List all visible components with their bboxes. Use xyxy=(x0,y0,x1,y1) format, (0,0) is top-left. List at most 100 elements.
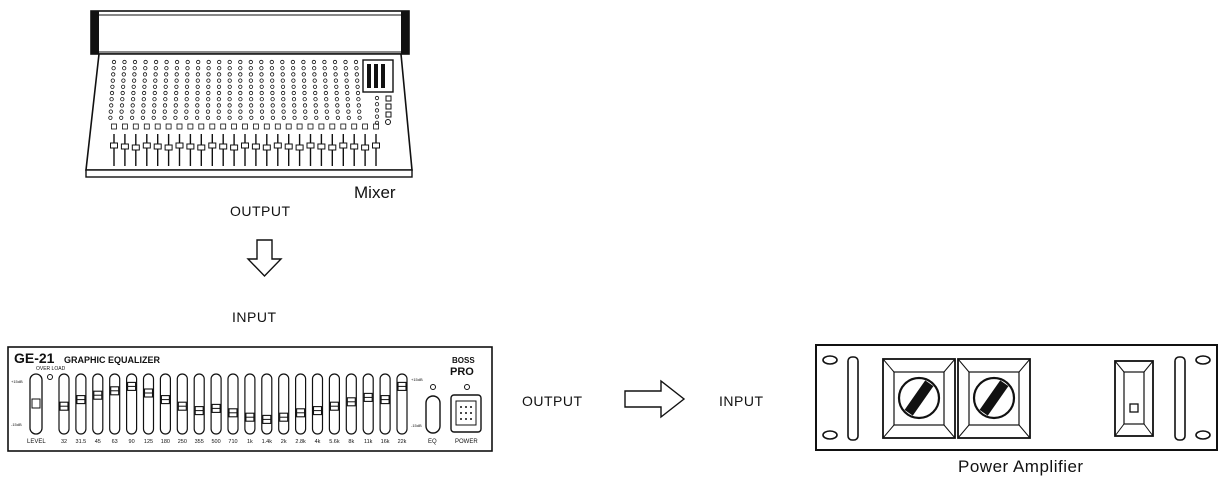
overload-led-icon xyxy=(47,374,53,380)
scale-top-label: +15dB xyxy=(11,379,23,384)
eq-band-slider[interactable] xyxy=(227,373,239,435)
mixer-knob xyxy=(206,66,211,71)
equalizer-model: GE-21 xyxy=(14,350,55,366)
mixer-knob xyxy=(301,72,306,77)
mixer-knob xyxy=(174,84,179,89)
mixer-knob xyxy=(206,78,211,83)
mixer-knob xyxy=(323,84,328,89)
mixer-knob xyxy=(227,66,232,71)
mixer-knob xyxy=(259,66,264,71)
mixer-knob xyxy=(227,78,232,83)
eq-band-slider[interactable] xyxy=(278,373,290,435)
scale-right-top-label: +15dB xyxy=(411,377,423,382)
mixer-knob xyxy=(120,97,125,102)
mixer-fader-knob xyxy=(262,144,271,151)
mixer-knob xyxy=(374,102,380,107)
mixer-knob xyxy=(248,78,253,83)
mixer-knob xyxy=(153,66,158,71)
mixer-knob xyxy=(238,66,243,71)
mixer-knob xyxy=(346,109,351,114)
eq-band-slider[interactable] xyxy=(362,373,374,435)
eq-band-slider[interactable] xyxy=(92,373,104,435)
eq-switch[interactable] xyxy=(425,395,441,434)
mixer-knob xyxy=(249,109,254,114)
mixer-knob xyxy=(195,115,200,120)
amplifier-power-switch[interactable] xyxy=(1114,360,1154,437)
mixer-knob xyxy=(270,78,275,83)
mixer-fader-knob xyxy=(317,143,326,150)
mixer-knob xyxy=(238,84,243,89)
eq-band-label: 2k xyxy=(281,439,287,445)
mixer-knob xyxy=(205,115,210,120)
mixer-knob xyxy=(312,72,317,77)
right-arrow-icon xyxy=(624,379,686,419)
eq-band-slider[interactable] xyxy=(261,373,273,435)
mixer-knob xyxy=(324,97,329,102)
mixer-knob xyxy=(302,84,307,89)
mixer-knob xyxy=(184,109,189,114)
mixer-knob xyxy=(280,72,285,77)
right-volume-knob[interactable] xyxy=(957,358,1031,439)
eq-band-slider[interactable] xyxy=(193,373,205,435)
mixer-knob xyxy=(195,109,200,114)
mixer-knob xyxy=(356,103,361,108)
mixer-knob xyxy=(302,103,308,108)
mixer-knob xyxy=(259,97,264,102)
mixer-knob xyxy=(162,103,168,108)
mixer-knob xyxy=(173,103,178,108)
equalizer-title: GRAPHIC EQUALIZER xyxy=(64,355,161,365)
mixer-knob xyxy=(111,59,117,65)
mixer-mute-button xyxy=(318,123,325,130)
mixer-knob xyxy=(270,115,275,120)
mixer-knob xyxy=(314,115,319,120)
mixer-knob xyxy=(313,103,318,108)
mixer-knob xyxy=(109,103,114,108)
mixer-knob xyxy=(120,90,125,96)
mixer-mute-button xyxy=(198,123,205,130)
mixer-knob xyxy=(280,66,285,71)
mixer-knob xyxy=(151,109,157,114)
mixer-mute-button xyxy=(373,123,379,130)
eq-band-slider[interactable] xyxy=(295,373,307,435)
mixer-knob xyxy=(259,109,265,114)
mixer-mute-button xyxy=(209,123,216,130)
mixer-knob xyxy=(108,115,113,120)
mixer-mute-button xyxy=(362,123,369,130)
mixer-mute-button xyxy=(252,123,259,130)
mixer-knob xyxy=(291,84,296,89)
eq-band-slider[interactable] xyxy=(142,373,155,435)
mixer-knob xyxy=(290,59,295,65)
mixer-knob xyxy=(110,84,115,89)
mixer-knob xyxy=(259,72,264,77)
mixer-knob xyxy=(152,103,157,108)
mixer-fader-knob xyxy=(339,142,348,149)
eq-band-label: 63 xyxy=(112,439,118,445)
mixer-knob xyxy=(335,109,340,114)
mixer-knob xyxy=(259,78,264,83)
mixer-knob xyxy=(227,84,232,89)
scale-right-bottom-label: -15dB xyxy=(411,423,422,428)
eq-band-slider[interactable] xyxy=(244,373,256,435)
mixer-fader-knob xyxy=(175,142,184,149)
eq-band-slider[interactable] xyxy=(311,373,324,435)
mixer-knob xyxy=(344,84,349,89)
mixer-fader-knob xyxy=(208,142,217,149)
mixer-knob xyxy=(346,115,351,120)
mixer-fader-knob xyxy=(131,144,140,151)
mixer-knob xyxy=(259,59,264,65)
mixer-knob xyxy=(132,78,137,83)
mixer-knob xyxy=(303,109,308,114)
mixer-knob xyxy=(206,59,211,65)
mixer-knob xyxy=(173,97,179,102)
mixer-knob xyxy=(162,109,167,114)
down-arrow-icon xyxy=(246,239,283,278)
mixer-knob xyxy=(174,66,179,71)
eq-band-slider[interactable] xyxy=(109,373,121,435)
mixer-knob xyxy=(227,90,232,96)
left-volume-knob[interactable] xyxy=(882,358,956,439)
eq-band-label: 22k xyxy=(398,439,407,445)
mixer-fader-knob xyxy=(110,142,118,149)
mixer-mute-button xyxy=(122,123,128,130)
mixer-knob xyxy=(132,72,137,77)
